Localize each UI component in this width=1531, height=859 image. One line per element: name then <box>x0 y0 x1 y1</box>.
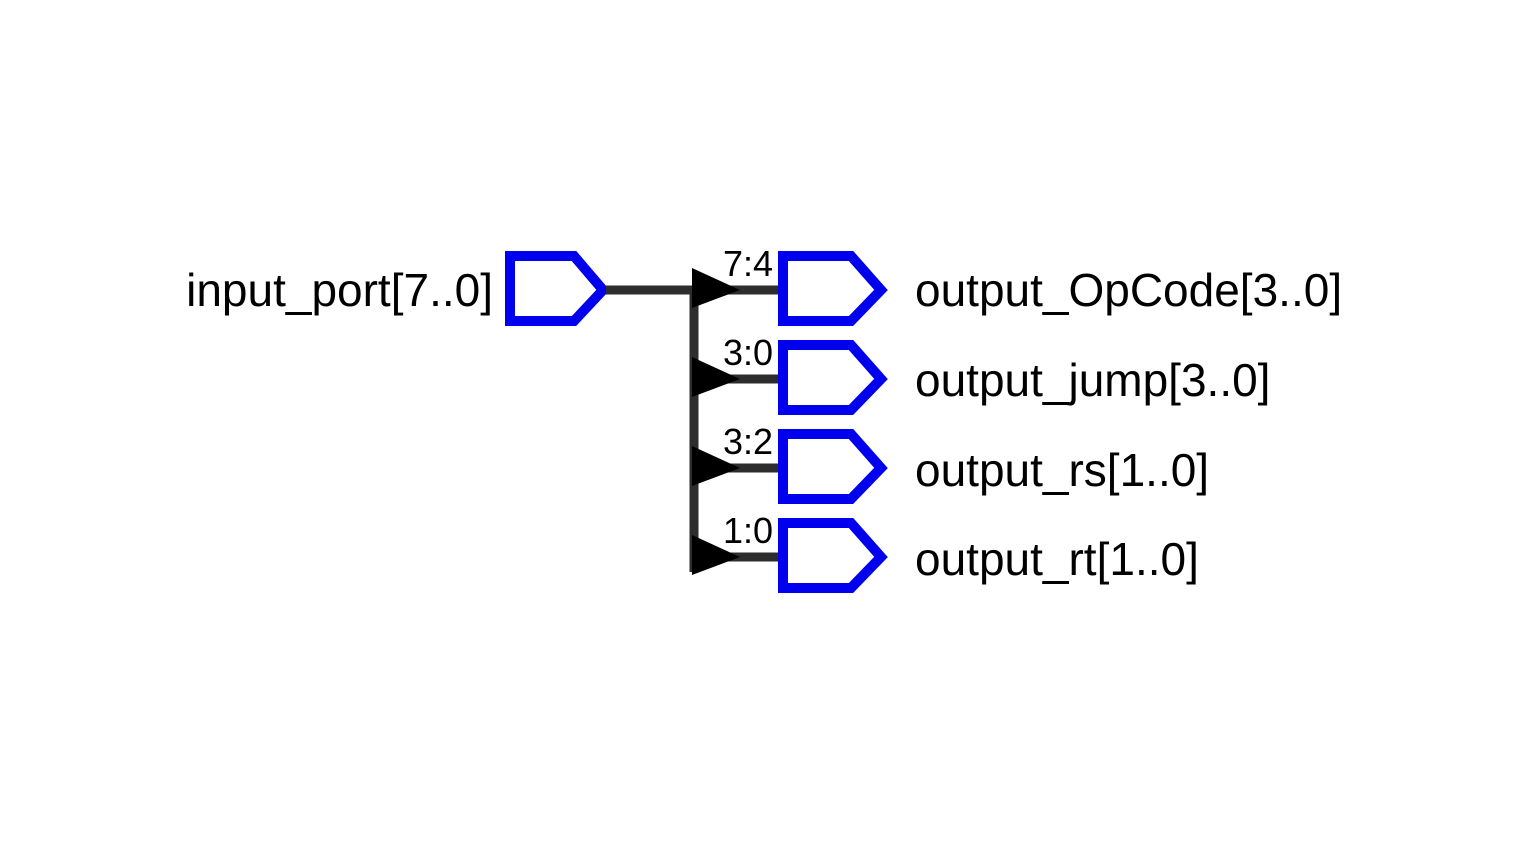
output-port-icon[interactable] <box>778 340 888 415</box>
slice-label: 3:0 <box>723 332 773 373</box>
output-branch-opcode: 7:4 output_OpCode[3..0] <box>692 243 1342 326</box>
split-arrow-icon <box>692 446 740 486</box>
slice-label: 7:4 <box>723 243 773 284</box>
output-port-icon[interactable] <box>778 251 888 326</box>
output-branch-rt: 1:0 output_rt[1..0] <box>692 510 1199 593</box>
output-branch-jump: 3:0 output_jump[3..0] <box>692 332 1270 415</box>
slice-label: 3:2 <box>723 421 773 462</box>
split-arrow-icon <box>692 357 740 397</box>
output-port-label: output_rt[1..0] <box>915 533 1199 585</box>
input-port-icon[interactable] <box>505 251 610 326</box>
split-arrow-icon <box>692 535 740 575</box>
split-arrow-icon <box>692 268 740 308</box>
output-port-label: output_rs[1..0] <box>915 444 1209 496</box>
output-port-label: output_jump[3..0] <box>915 354 1270 406</box>
slice-label: 1:0 <box>723 510 773 551</box>
output-port-label: output_OpCode[3..0] <box>915 264 1342 316</box>
input-port-label: input_port[7..0] <box>186 264 493 316</box>
output-port-icon[interactable] <box>778 518 888 593</box>
output-branch-rs: 3:2 output_rs[1..0] <box>692 421 1209 504</box>
output-port-icon[interactable] <box>778 429 888 504</box>
